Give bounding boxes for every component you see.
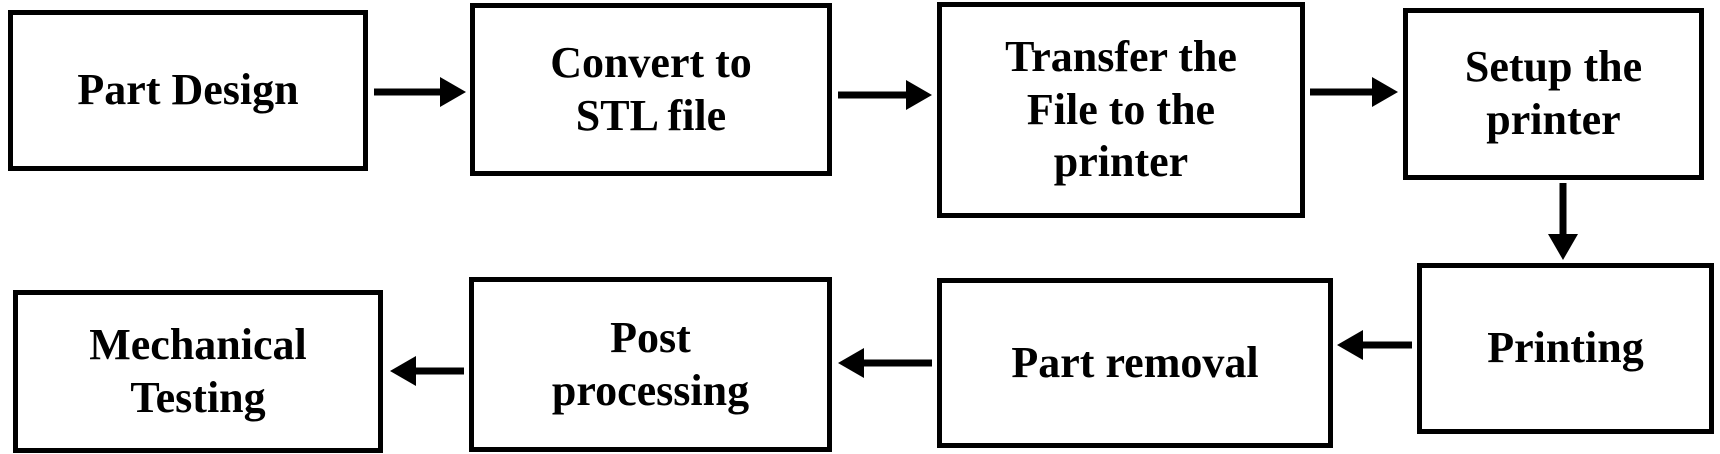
node-transfer-file: Transfer the File to the printer (937, 2, 1305, 218)
node-part-removal: Part removal (937, 278, 1333, 448)
arrow-printing-to-part-removal-icon (1337, 330, 1412, 360)
arrow-part-design-to-convert-stl-icon (374, 77, 466, 107)
arrow-setup-printer-to-printing-icon (1548, 183, 1578, 260)
arrow-convert-stl-to-transfer-file-icon (838, 80, 932, 110)
node-part-removal-label: Part removal (1011, 337, 1259, 387)
node-setup-printer: Setup the printer (1403, 8, 1704, 180)
node-post-processing: Post processing (469, 277, 832, 452)
arrow-transfer-file-to-setup-printer-icon (1310, 77, 1398, 107)
arrow-post-processing-to-mechanical-testing-icon (390, 356, 464, 386)
node-part-design-label: Part Design (77, 65, 299, 115)
node-mechanical-testing: Mechanical Testing (13, 290, 383, 453)
node-convert-stl-label: Convert to STL file (550, 37, 752, 140)
node-convert-stl: Convert to STL file (470, 3, 832, 176)
node-setup-printer-label: Setup the printer (1464, 42, 1643, 144)
node-transfer-file-label: Transfer the File to the printer (1005, 31, 1237, 187)
node-post-processing-label: Post processing (551, 312, 750, 415)
node-part-design: Part Design (8, 10, 368, 171)
node-printing-label: Printing (1487, 323, 1644, 373)
node-mechanical-testing-label: Mechanical Testing (89, 319, 307, 422)
arrow-part-removal-to-post-processing-icon (838, 348, 932, 378)
node-printing: Printing (1417, 263, 1714, 434)
